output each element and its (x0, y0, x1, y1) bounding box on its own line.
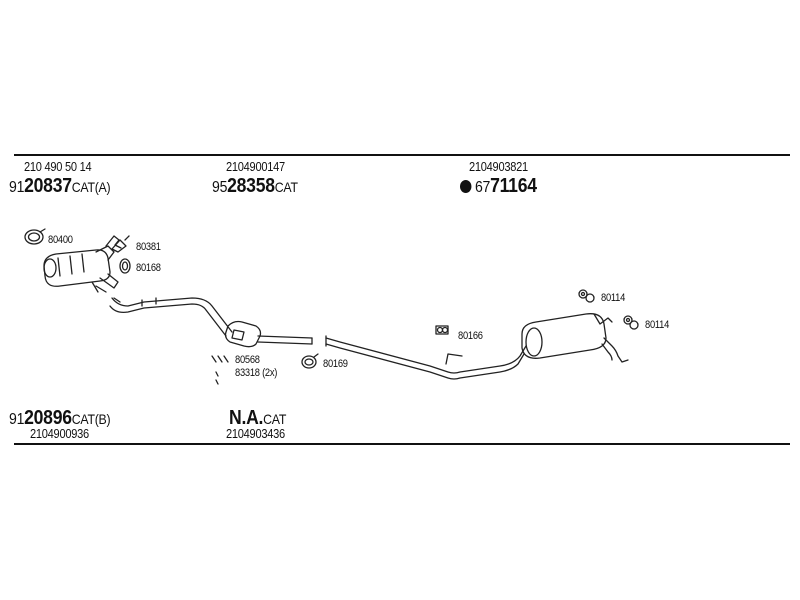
label-hanger-rear-right: 80114 (645, 319, 670, 331)
part-main: 20837 (24, 175, 72, 197)
oe-number-middle-na-cat: 2104903436 (226, 426, 285, 441)
part-prefix: 67 (474, 179, 491, 196)
label-clamp-front: 80400 (48, 234, 73, 246)
middle-pipe-icon (325, 335, 527, 380)
top-divider (14, 154, 790, 156)
middle-catalytic-converter-icon (224, 320, 313, 348)
part-suffix: CAT (263, 411, 287, 427)
rear-silencer-icon (521, 313, 629, 363)
oe-number-rear-silencer: 2104903821 (469, 159, 528, 174)
bullet-dot-icon (460, 180, 472, 193)
oe-number-front-cat-a: 210 490 50 14 (24, 159, 92, 174)
hanger-icon (578, 289, 595, 303)
hanger-icon (435, 325, 449, 335)
oe-number-front-cat-b: 2104900936 (30, 426, 89, 441)
part-number-middle-na-cat: N.A.CAT (229, 408, 286, 428)
label-bolt-1: 80568 (235, 354, 260, 366)
part-number-front-cat-b: 9120896CAT(B) (9, 407, 111, 429)
part-number-rear-silencer: 6771164 (460, 176, 537, 196)
oe-number-middle-cat: 2104900147 (226, 159, 285, 174)
part-prefix: 91 (9, 179, 25, 196)
part-prefix: 91 (9, 411, 25, 428)
gasket-icon (105, 235, 130, 253)
ring-icon (119, 258, 131, 274)
label-clamp-mid: 80169 (323, 358, 348, 370)
label-gasket-front: 80381 (136, 241, 161, 253)
part-suffix: CAT (274, 179, 298, 195)
part-suffix: CAT(A) (71, 179, 111, 195)
part-main: N.A. (229, 407, 264, 429)
clamp-icon (24, 228, 46, 245)
label-ring-front: 80168 (136, 262, 161, 274)
bottom-divider (14, 443, 790, 445)
part-main: 28358 (227, 175, 275, 197)
front-pipe-icon (109, 297, 233, 337)
part-number-middle-cat: 9528358CAT (212, 176, 298, 196)
clamp-icon (301, 353, 319, 369)
label-bolt-2: 83318 (2x) (235, 367, 278, 379)
part-suffix: CAT(B) (71, 411, 111, 427)
hanger-icon (623, 315, 639, 330)
part-main: 20896 (24, 407, 72, 429)
part-number-front-cat-a: 9120837CAT(A) (9, 175, 111, 197)
part-prefix: 95 (212, 179, 228, 196)
label-hanger-mid: 80166 (458, 330, 483, 342)
front-catalytic-converter-icon (43, 245, 119, 293)
bolt-icon (211, 355, 229, 385)
part-main: 71164 (490, 175, 537, 197)
label-hanger-rear-top: 80114 (601, 292, 626, 304)
